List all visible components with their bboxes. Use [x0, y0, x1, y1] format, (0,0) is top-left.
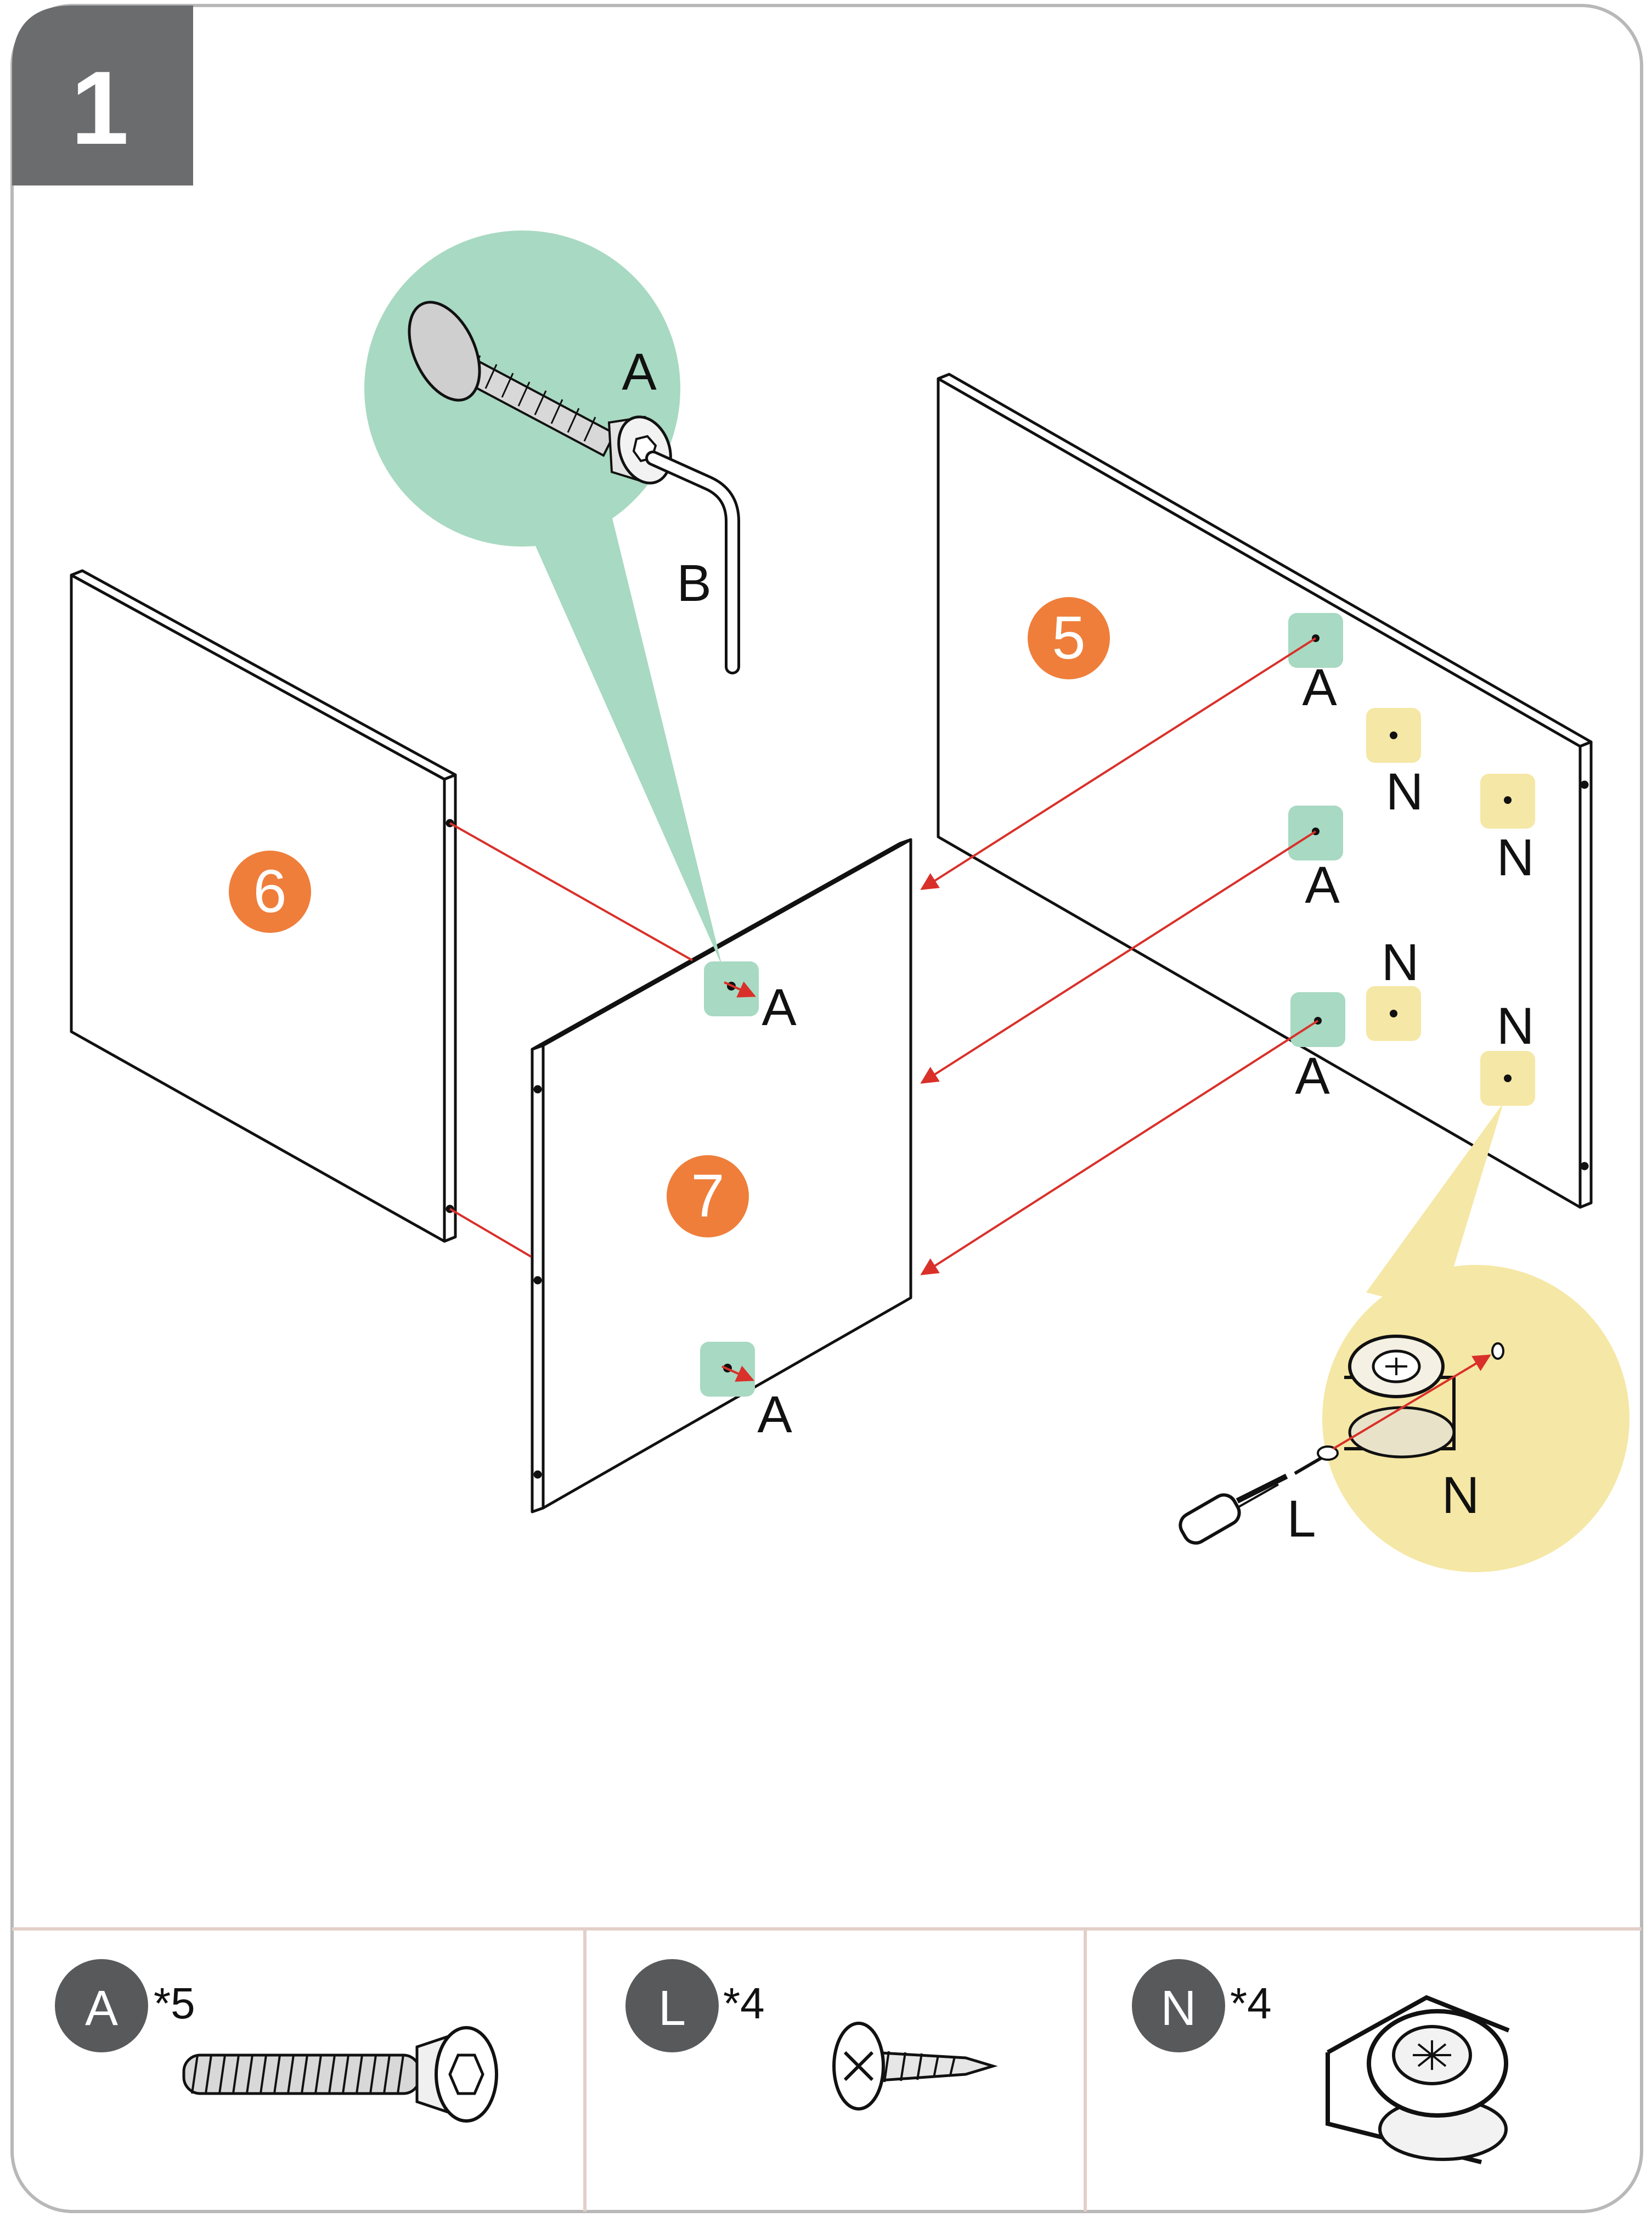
- panel-5-holes: [1288, 613, 1535, 1106]
- label-N-callout: N: [1442, 1466, 1480, 1524]
- cam-bolt-icon: [182, 2026, 498, 2123]
- part-qty-A: *5: [154, 1979, 195, 2028]
- part-qty-L: *4: [723, 1979, 765, 2028]
- part-badge-A: [55, 1959, 148, 2052]
- part-qty-N: *4: [1230, 1979, 1272, 2028]
- part-badge-L: [625, 1959, 719, 2052]
- callout-bolt-detail: [364, 230, 740, 966]
- panel-5-number: 5: [1052, 604, 1085, 672]
- label-N-5-2: N: [1497, 829, 1535, 887]
- cam-lock-connector-icon: [1326, 1995, 1510, 2164]
- part-letter-L: L: [658, 1981, 686, 2036]
- label-A-callout: A: [622, 343, 657, 401]
- part-letter-A: A: [85, 1981, 118, 2036]
- callout-camlock-detail: [1179, 1103, 1630, 1572]
- label-N-5-3: N: [1382, 933, 1419, 992]
- part-letter-N: N: [1161, 1981, 1197, 2036]
- legend-item-N: N *4: [1132, 1959, 1510, 2164]
- panel-6-number: 6: [253, 858, 286, 925]
- label-B-callout: B: [676, 554, 711, 612]
- panel-5-badge: 5: [1028, 597, 1110, 679]
- label-A-7-bot: A: [757, 1386, 792, 1444]
- legend-item-L: L *4: [625, 1959, 998, 2111]
- part-badge-N: [1132, 1959, 1225, 2052]
- step-badge: 1: [12, 5, 193, 185]
- panel-7-number: 7: [691, 1162, 724, 1230]
- legend-item-A: A *5: [55, 1959, 498, 2123]
- parts-legend: [12, 1927, 1642, 2212]
- step-number: 1: [71, 50, 129, 166]
- panel-7-badge: 7: [667, 1155, 749, 1237]
- label-N-5-4: N: [1497, 997, 1535, 1055]
- label-N-5-1: N: [1386, 763, 1424, 821]
- wood-screw-icon: [832, 2022, 998, 2111]
- panel-6-badge: 6: [229, 851, 311, 933]
- label-L-callout: L: [1287, 1490, 1316, 1548]
- assembly-arrows: [449, 637, 1319, 1382]
- label-A-5-mid: A: [1305, 856, 1340, 914]
- label-A-7-top: A: [762, 978, 797, 1037]
- label-A-5-bot: A: [1295, 1047, 1330, 1105]
- label-A-5-top: A: [1302, 659, 1337, 717]
